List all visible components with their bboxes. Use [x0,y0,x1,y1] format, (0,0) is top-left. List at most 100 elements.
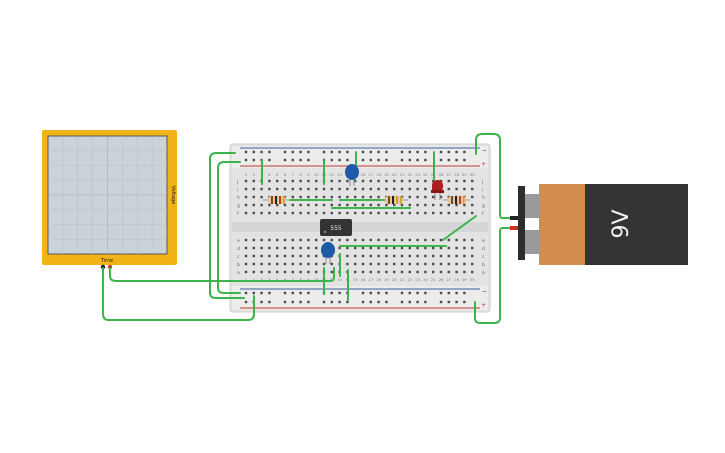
breadboard-hole[interactable] [252,211,255,215]
breadboard-hole[interactable] [377,179,380,183]
breadboard-hole[interactable] [252,203,255,207]
breadboard-hole[interactable] [307,195,310,199]
breadboard-hole[interactable] [260,246,263,250]
breadboard-hole[interactable] [432,246,435,250]
breadboard-hole[interactable] [354,179,357,183]
breadboard-hole[interactable] [346,262,349,266]
breadboard-hole[interactable] [385,211,388,215]
breadboard-hole[interactable] [354,203,357,207]
breadboard-hole[interactable] [393,262,396,266]
breadboard-hole[interactable] [385,150,388,154]
breadboard-hole[interactable] [244,270,248,274]
breadboard-hole[interactable] [400,211,404,215]
breadboard-hole[interactable] [424,291,427,295]
breadboard-hole[interactable] [291,246,294,250]
breadboard-hole[interactable] [244,211,248,215]
breadboard-hole[interactable] [244,246,248,250]
chip-555[interactable]: 555 [320,219,352,236]
breadboard-hole[interactable] [299,187,302,191]
breadboard-hole[interactable] [385,179,388,183]
breadboard-hole[interactable] [471,262,474,266]
breadboard-hole[interactable] [400,203,404,207]
breadboard-hole[interactable] [408,187,411,191]
breadboard-hole[interactable] [424,158,427,162]
breadboard-hole[interactable] [252,195,255,199]
breadboard-hole[interactable] [447,262,450,266]
breadboard-hole[interactable] [439,238,443,242]
breadboard-hole[interactable] [361,179,365,183]
breadboard-hole[interactable] [260,203,263,207]
wire-scope-inner-loop[interactable] [217,161,241,294]
breadboard-hole[interactable] [268,238,271,242]
breadboard-hole[interactable] [252,262,255,266]
breadboard-hole[interactable] [455,262,458,266]
breadboard-hole[interactable] [276,187,279,191]
breadboard-hole[interactable] [354,254,357,258]
breadboard-hole[interactable] [322,300,326,304]
breadboard-hole[interactable] [346,187,349,191]
breadboard-hole[interactable] [455,150,458,154]
breadboard-hole[interactable] [299,203,302,207]
breadboard-hole[interactable] [463,254,466,258]
breadboard-hole[interactable] [291,150,294,154]
resistor-2[interactable] [380,196,408,204]
breadboard-hole[interactable] [447,179,450,183]
breadboard-hole[interactable] [408,300,411,304]
breadboard-hole[interactable] [408,158,411,162]
breadboard-hole[interactable] [361,150,365,154]
breadboard-hole[interactable] [252,291,255,295]
breadboard-hole[interactable] [385,300,388,304]
breadboard-hole[interactable] [338,211,341,215]
breadboard-hole[interactable] [268,291,271,295]
breadboard-hole[interactable] [346,238,349,242]
breadboard-hole[interactable] [463,150,466,154]
breadboard-hole[interactable] [252,158,255,162]
breadboard-hole[interactable] [377,211,380,215]
breadboard-hole[interactable] [291,291,294,295]
breadboard-hole[interactable] [299,254,302,258]
breadboard-hole[interactable] [338,179,341,183]
breadboard-hole[interactable] [424,179,427,183]
breadboard-hole[interactable] [322,187,326,191]
resistor-1[interactable] [262,196,290,204]
breadboard-hole[interactable] [291,195,294,199]
breadboard-hole[interactable] [455,187,458,191]
breadboard-hole[interactable] [416,195,419,199]
breadboard-hole[interactable] [244,195,248,199]
breadboard-hole[interactable] [244,187,248,191]
breadboard-hole[interactable] [244,158,248,162]
breadboard-hole[interactable] [432,203,435,207]
breadboard-hole[interactable] [463,238,466,242]
breadboard-hole[interactable] [315,179,318,183]
breadboard-hole[interactable] [455,179,458,183]
breadboard-hole[interactable] [439,203,443,207]
breadboard-hole[interactable] [377,187,380,191]
breadboard-hole[interactable] [400,246,404,250]
breadboard-hole[interactable] [268,203,271,207]
breadboard-hole[interactable] [463,262,466,266]
breadboard-hole[interactable] [276,211,279,215]
breadboard-hole[interactable] [322,238,326,242]
breadboard-hole[interactable] [322,195,326,199]
breadboard-hole[interactable] [432,238,435,242]
breadboard-hole[interactable] [369,262,372,266]
breadboard-hole[interactable] [330,187,333,191]
breadboard-hole[interactable] [463,179,466,183]
breadboard-hole[interactable] [416,238,419,242]
breadboard-hole[interactable] [276,238,279,242]
breadboard-hole[interactable] [299,238,302,242]
breadboard-hole[interactable] [268,300,271,304]
breadboard-hole[interactable] [455,300,458,304]
breadboard-hole[interactable] [283,246,287,250]
breadboard-hole[interactable] [439,270,443,274]
breadboard-hole[interactable] [393,179,396,183]
breadboard-hole[interactable] [447,203,450,207]
breadboard-hole[interactable] [299,300,302,304]
breadboard-hole[interactable] [346,246,349,250]
breadboard-hole[interactable] [268,150,271,154]
breadboard-hole[interactable] [330,300,333,304]
breadboard-hole[interactable] [369,246,372,250]
breadboard-hole[interactable] [291,262,294,266]
breadboard-hole[interactable] [307,179,310,183]
